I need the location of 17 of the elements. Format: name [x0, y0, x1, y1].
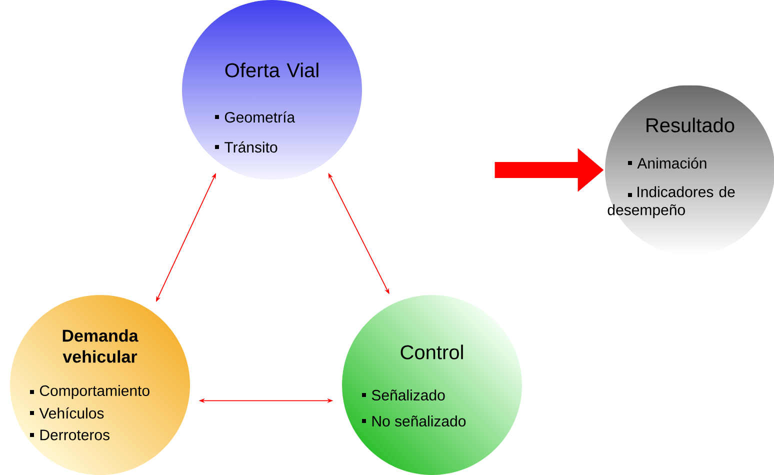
node-label: Derroteros: [40, 430, 110, 440]
node-label: Demanda vehicular: [62, 329, 138, 363]
node-label: Indicadores de desempeño: [608, 186, 735, 218]
node-label: Geometría: [224, 111, 296, 123]
circle-node: Demanda vehicular Comportamiento Vehículos Derroteros: [30, 329, 150, 440]
node-label: Animación: [637, 157, 706, 169]
node-label: Control: [400, 344, 463, 360]
circle-node: Resultado Animación Indicadores de desempeño: [608, 118, 735, 218]
circle-node: Control Señalizado No señalizado: [362, 344, 466, 426]
node-label: Vehículos: [39, 407, 104, 419]
node-label: Oferta Vial: [225, 62, 318, 78]
node-label: No señalizado: [372, 416, 466, 427]
node-label: Comportamiento: [40, 385, 150, 399]
node-label: Señalizado: [372, 390, 445, 401]
circle-node: Oferta Vial Geometría Tránsito: [215, 62, 318, 153]
node-label: Tránsito: [224, 141, 278, 153]
node-label: Resultado: [646, 118, 734, 132]
